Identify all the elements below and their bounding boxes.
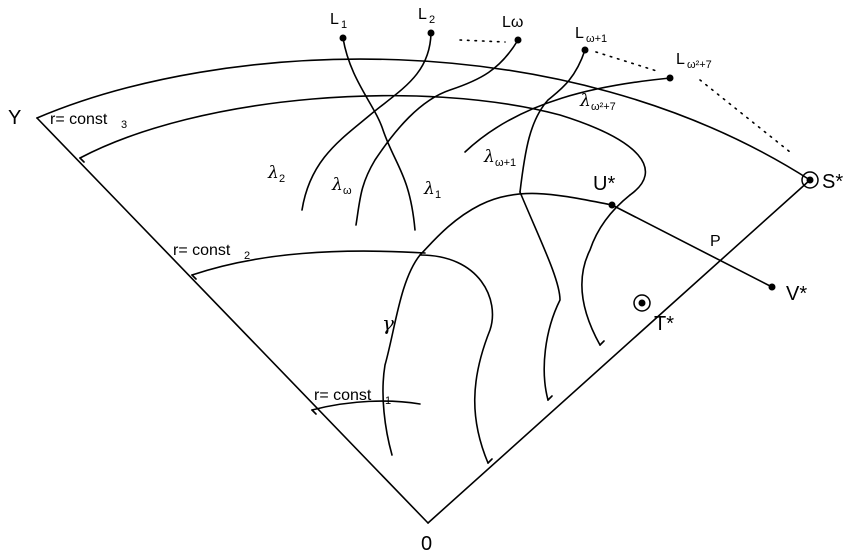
tick-marks bbox=[79, 157, 605, 464]
inner-curve-1 bbox=[419, 254, 494, 464]
label-Lw1: L bbox=[575, 25, 584, 42]
point-T-ring bbox=[633, 294, 651, 312]
point-Lw bbox=[514, 36, 522, 44]
label-U: U* bbox=[593, 173, 615, 195]
label-lambda-omega-sub: ω bbox=[343, 185, 352, 197]
point-T bbox=[638, 299, 646, 307]
point-S-ring bbox=[801, 171, 819, 189]
r-const-3-arc bbox=[79, 94, 647, 196]
lambda-omega-plus-1-curve bbox=[519, 49, 586, 193]
left-boundary-line bbox=[36, 117, 429, 524]
right-boundary-line bbox=[427, 179, 811, 524]
lambda-right-branch bbox=[581, 194, 631, 346]
point-Lw1 bbox=[581, 46, 589, 54]
label-lambda-omega-plus-1: λ bbox=[483, 147, 495, 167]
point-Lw2 bbox=[666, 74, 674, 82]
label-lambda-1-sub: 1 bbox=[435, 189, 441, 201]
inner-curve-2 bbox=[519, 191, 561, 401]
label-L2-sub: 2 bbox=[429, 14, 435, 26]
label-L1: L bbox=[330, 11, 339, 28]
label-lambda-omega-sq-sub: ω²+7 bbox=[591, 101, 616, 113]
label-L1-sub: 1 bbox=[341, 19, 347, 31]
point-V bbox=[768, 283, 776, 291]
label-lambda-omega: λ bbox=[331, 175, 343, 195]
label-r-const-1-sub: 1 bbox=[385, 395, 391, 407]
point-L1 bbox=[339, 34, 347, 42]
label-T: T* bbox=[654, 313, 674, 335]
label-lambda-omega-sq: λ bbox=[579, 91, 591, 111]
label-V: V* bbox=[786, 283, 807, 305]
label-Lw2: L bbox=[676, 51, 685, 68]
uv-segment bbox=[611, 204, 773, 288]
label-gamma: γ bbox=[382, 311, 394, 335]
label-r-const-3-sub: 3 bbox=[121, 119, 127, 131]
point-L2 bbox=[427, 29, 435, 37]
label-lambda-omega-plus-1-sub: ω+1 bbox=[495, 157, 516, 169]
outer-arc-dotted bbox=[459, 39, 791, 153]
point-S bbox=[806, 176, 814, 184]
r-const-1-arc bbox=[311, 400, 421, 411]
lambda-omega-sq-curve bbox=[464, 77, 671, 153]
label-Lw2-sub: ω²+7 bbox=[687, 59, 712, 71]
label-L2: L bbox=[418, 6, 427, 23]
label-r-const-1: r= const bbox=[314, 387, 372, 404]
label-r-const-2: r= const bbox=[173, 242, 231, 259]
lambda-1-curve bbox=[342, 37, 416, 231]
lambda-omega-curve bbox=[355, 39, 519, 226]
label-lambda-1: λ bbox=[423, 179, 435, 199]
label-lambda-2: λ bbox=[267, 163, 279, 183]
label-O: 0 bbox=[421, 533, 432, 555]
label-r-const-2-sub: 2 bbox=[244, 250, 250, 262]
label-Lw: Lω bbox=[502, 14, 523, 31]
lambda-2-curve bbox=[301, 32, 432, 211]
r-const-2-arc bbox=[191, 250, 426, 276]
point-U bbox=[608, 201, 616, 209]
gamma-curve bbox=[382, 192, 613, 456]
label-Lw1-sub: ω+1 bbox=[586, 33, 607, 45]
label-lambda-2-sub: 2 bbox=[279, 173, 285, 185]
outer-arc bbox=[36, 58, 811, 181]
label-P: P bbox=[710, 233, 721, 250]
label-S: S* bbox=[822, 171, 843, 193]
label-Y: Y bbox=[8, 107, 21, 129]
label-r-const-3: r= const bbox=[50, 111, 108, 128]
